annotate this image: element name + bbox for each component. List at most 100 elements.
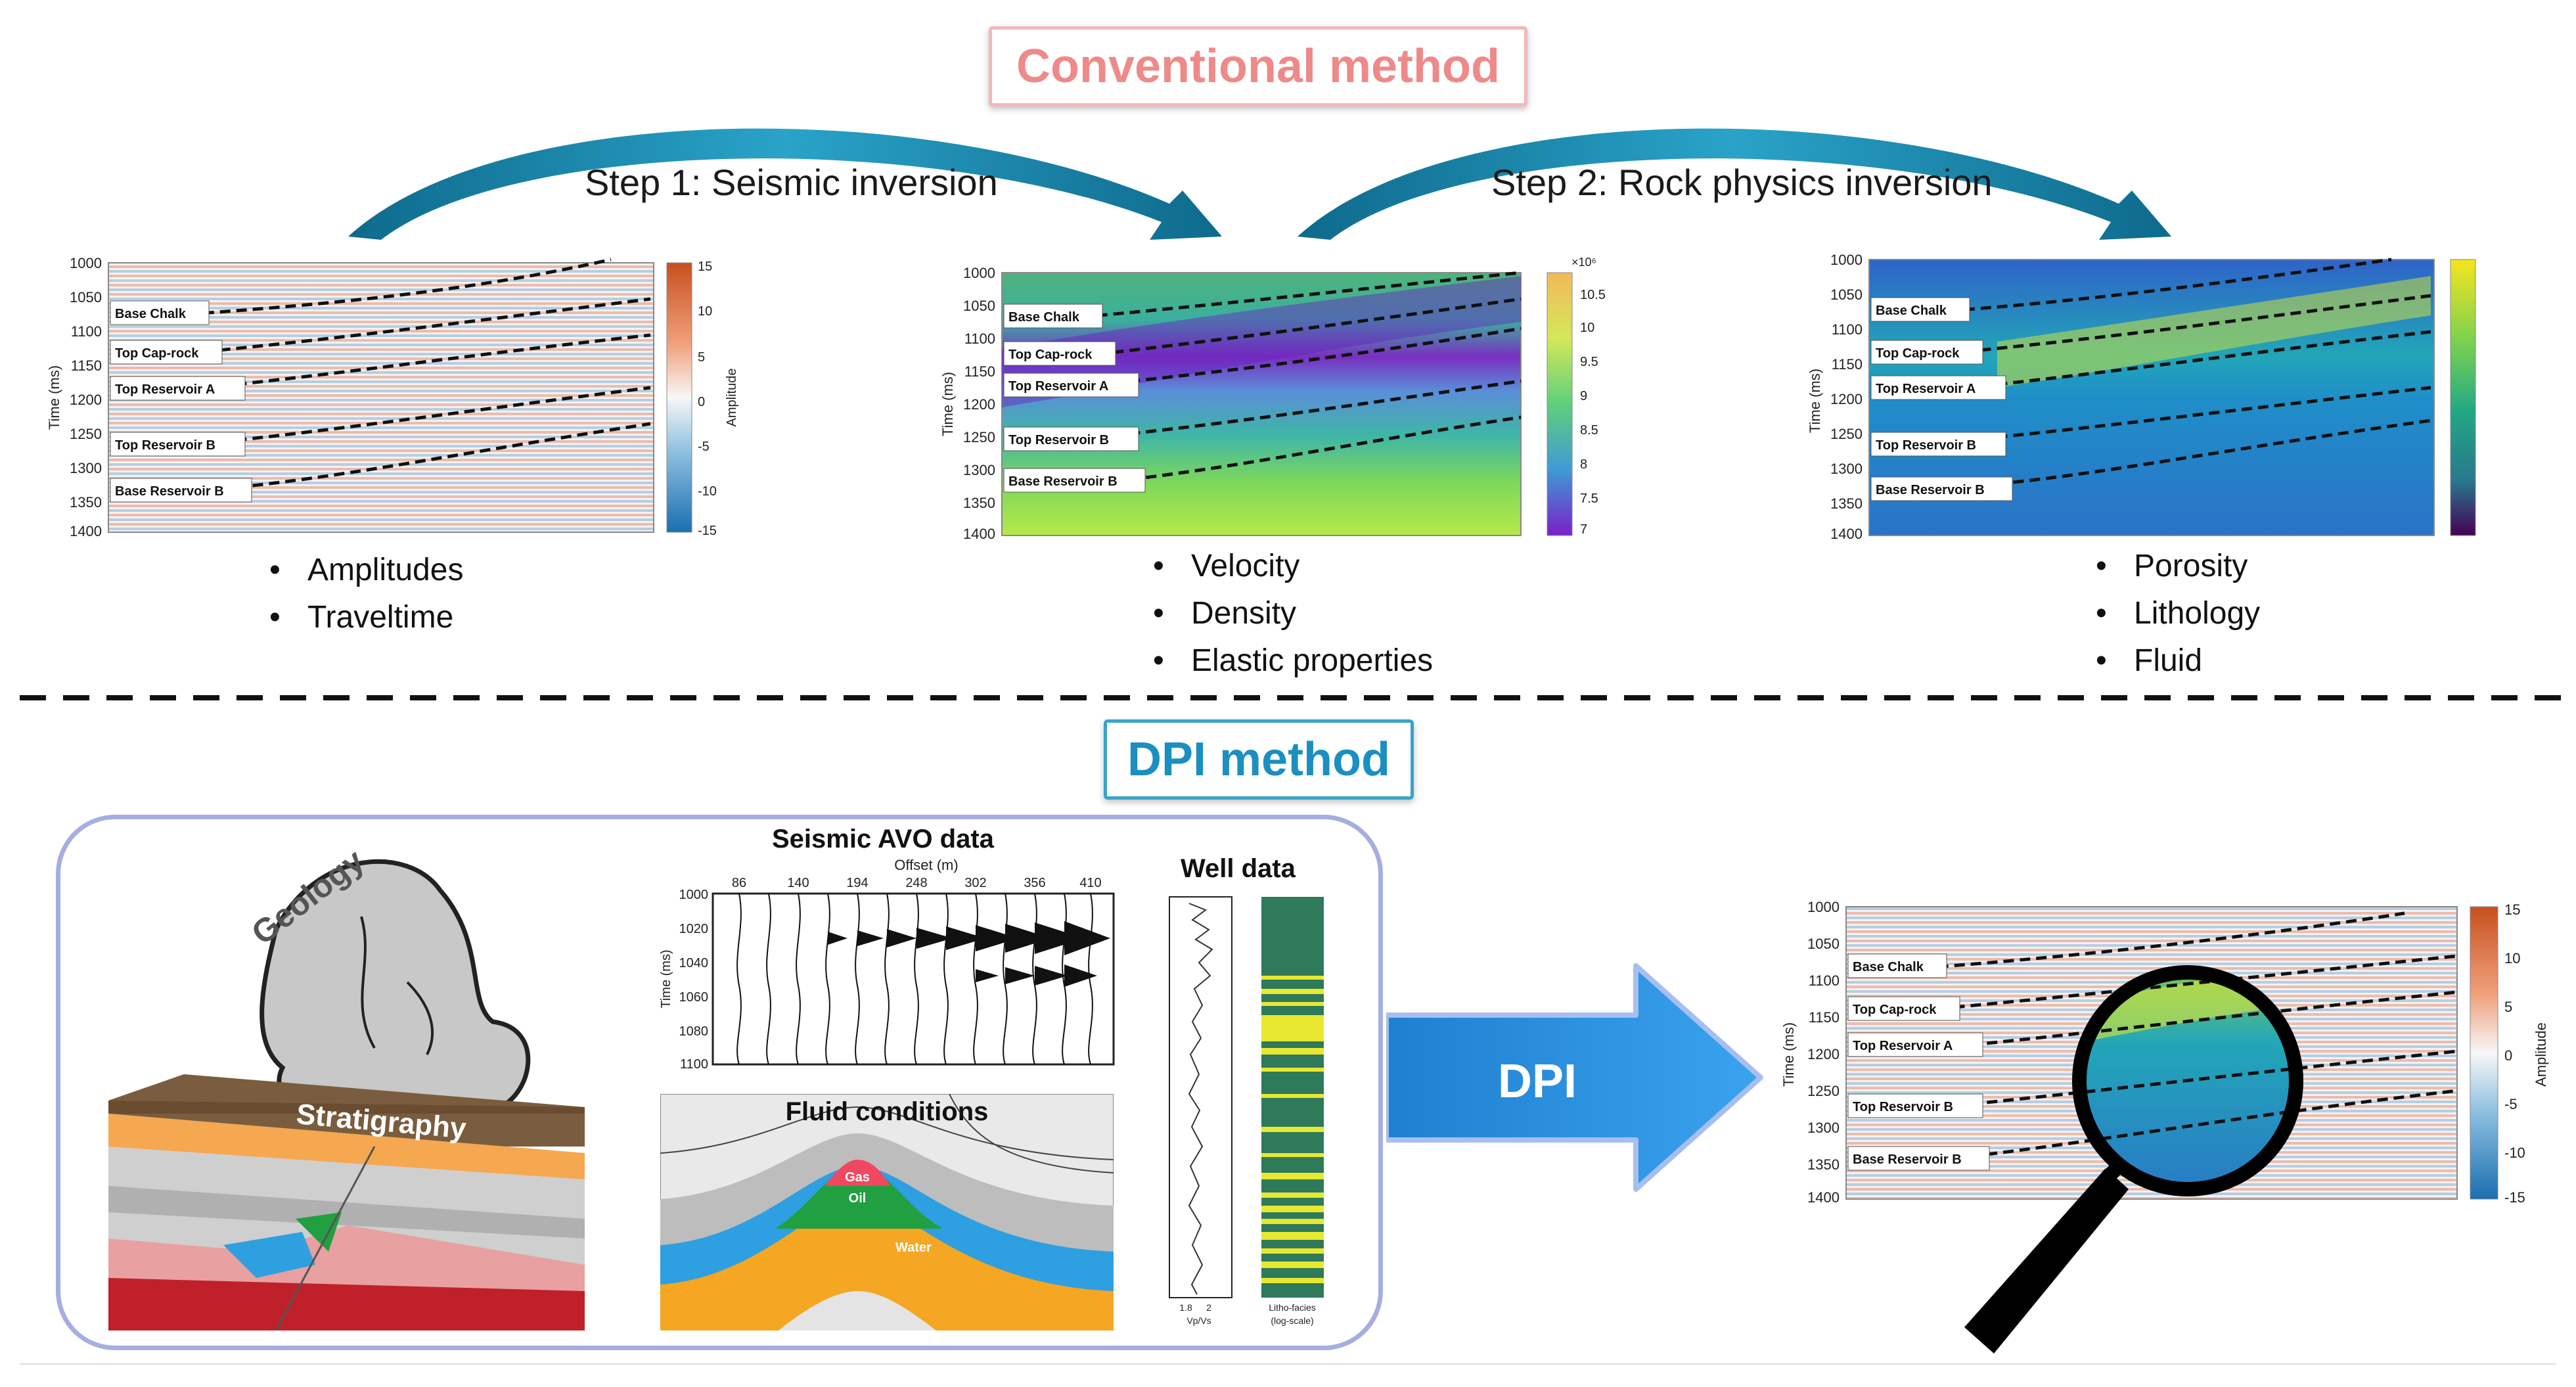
tick: 1350 — [1830, 495, 1863, 512]
tick: 1150 — [1809, 1009, 1840, 1026]
time-ticks: 1000 1050 1100 1150 1200 1250 1300 1350 … — [70, 256, 102, 539]
tick: 1250 — [1807, 1083, 1840, 1099]
vp-vs-curve — [1188, 903, 1213, 1295]
horizon-label: Base Reservoir B — [1008, 474, 1118, 489]
horizon-label: Base Reservoir B — [1853, 1152, 1962, 1167]
tick: 194 — [846, 876, 868, 890]
tick: 1050 — [963, 298, 995, 314]
tick: 1150 — [71, 357, 102, 374]
tick: 1050 — [70, 289, 102, 306]
tick: 1100 — [680, 1057, 708, 1072]
step2-label: Step 2: Rock physics inversion — [1491, 162, 1993, 203]
horizon-labels: Base Chalk Top Cap-rock Top Reservoir A … — [1847, 953, 1990, 1171]
tick: 0 — [2504, 1047, 2512, 1064]
arrows-layer — [20, 128, 2562, 700]
tick: -5 — [2504, 1096, 2518, 1112]
horizon-label: Top Reservoir B — [1876, 438, 1976, 453]
geology-stratigraphy-illustration: Geology Stratigraphy — [108, 842, 585, 1330]
oil-label: Oil — [849, 1191, 867, 1206]
rock-bullets: Porosity Lithology Fluid — [2096, 543, 2260, 685]
bullet-item: Elastic properties — [1153, 637, 1433, 685]
tick: 1300 — [1807, 1120, 1840, 1136]
bottom-rule — [20, 1363, 2556, 1365]
well-data-title: Well data — [1181, 854, 1296, 883]
tick: -10 — [2504, 1145, 2525, 1161]
conventional-method-title: Conventional method — [989, 26, 1527, 106]
amplitude-ticks: 15 10 5 0 -5 -10 -15 — [698, 260, 717, 538]
tick: 1050 — [1807, 936, 1840, 952]
horizon-label: Base Chalk — [1008, 310, 1080, 325]
tick: 1250 — [70, 426, 102, 442]
tick: 1400 — [1807, 1189, 1840, 1206]
water-label: Water — [895, 1240, 932, 1255]
tick: 10 — [1580, 321, 1594, 335]
tick: 1400 — [70, 523, 102, 539]
avo-time-ticks: 1000 1020 1040 1060 1080 1100 — [679, 888, 709, 1072]
bullet-item: Fluid — [2096, 637, 2260, 685]
tick: 1200 — [1830, 391, 1863, 407]
tick: 1000 — [70, 256, 102, 271]
horizon-label: Top Cap-rock — [1853, 1003, 1937, 1017]
tick: 1200 — [963, 396, 995, 413]
bullet-item: Amplitudes — [269, 547, 463, 594]
seismic-avo-gather: Offset (m) 86 140 194 248 302 356 410 10… — [659, 857, 1115, 1072]
well-data-logs: 1.8 2 Vp/Vs Litho-facies (log-scale) — [1169, 896, 1324, 1326]
tick: 1000 — [963, 265, 995, 281]
tick: 1100 — [1832, 321, 1863, 338]
tick: 5 — [698, 350, 705, 365]
avo-title: Seismic AVO data — [772, 825, 994, 853]
tick: 1000 — [1807, 899, 1840, 915]
horizon-label: Base Reservoir B — [115, 484, 224, 499]
tick: 1200 — [1807, 1046, 1840, 1062]
dpi-method-title: DPI method — [1104, 719, 1414, 800]
amplitude-label: Amplitude — [725, 369, 739, 427]
tick: 248 — [905, 876, 927, 890]
horizon-label: Top Reservoir A — [1853, 1039, 1953, 1053]
horizon-labels: Base Chalk Top Cap-rock Top Reservoir A … — [1870, 297, 2013, 501]
magnifier-icon — [1964, 965, 2303, 1353]
time-axis-label: Time (ms) — [46, 365, 62, 430]
horizon-labels: Base Chalk Top Cap-rock Top Reservoir A … — [1003, 304, 1146, 493]
vp-vs-label: Vp/Vs — [1186, 1315, 1211, 1326]
horizon-label: Top Reservoir B — [115, 438, 215, 453]
tick: -5 — [698, 440, 710, 454]
velocity-ticks: 10.5 10 9.5 9 8.5 8 7.5 7 — [1580, 288, 1606, 537]
elastic-property-panel: 1000 1050 1100 1150 1200 1250 1300 1350 … — [939, 256, 1606, 542]
bullet-item: Velocity — [1153, 543, 1433, 590]
avo-time-label: Time (ms) — [659, 949, 673, 1008]
tick: 1400 — [1830, 526, 1863, 542]
tick: 1040 — [679, 956, 709, 970]
lithofacies-sublabel: (log-scale) — [1271, 1315, 1313, 1326]
tick: 1300 — [963, 462, 995, 478]
tick: 1000 — [679, 888, 709, 902]
tick: 410 — [1079, 876, 1101, 890]
tick: 86 — [732, 876, 746, 890]
tick: 1020 — [679, 922, 709, 936]
avo-wavelets — [828, 921, 1110, 987]
tick: 356 — [1024, 876, 1045, 890]
horizon-label: Base Chalk — [1853, 960, 1924, 974]
rock-property-colorbar — [2450, 259, 2476, 536]
tick: 0 — [698, 395, 705, 409]
horizon-label: Top Reservoir A — [1876, 382, 1976, 396]
tick: 302 — [964, 876, 986, 890]
tick: 1100 — [964, 330, 995, 347]
tick: -15 — [2504, 1189, 2525, 1206]
bullet-item: Porosity — [2096, 543, 2260, 590]
tick: 1400 — [963, 526, 995, 542]
time-axis-label: Time (ms) — [1780, 1022, 1797, 1087]
seismic-bullets: Amplitudes Traveltime — [269, 547, 463, 641]
amplitude-ticks: 15 10 5 0 -5 -10 -15 — [2504, 901, 2525, 1206]
bullet-item: Density — [1153, 590, 1433, 637]
tick: 10 — [2504, 950, 2520, 966]
horizon-lines — [170, 258, 651, 495]
tick: 2 — [1206, 1302, 1211, 1313]
tick: 5 — [2504, 999, 2512, 1015]
amplitude-colorbar — [2470, 906, 2498, 1200]
time-ticks: 1000 1050 1100 1150 1200 1250 1300 1350 … — [1807, 899, 1840, 1206]
tick: -15 — [698, 524, 717, 538]
horizon-label: Top Cap-rock — [115, 346, 199, 361]
tick: 15 — [2504, 901, 2520, 918]
tick: 1300 — [1830, 461, 1863, 477]
velocity-exponent: ×10⁶ — [1571, 256, 1596, 269]
